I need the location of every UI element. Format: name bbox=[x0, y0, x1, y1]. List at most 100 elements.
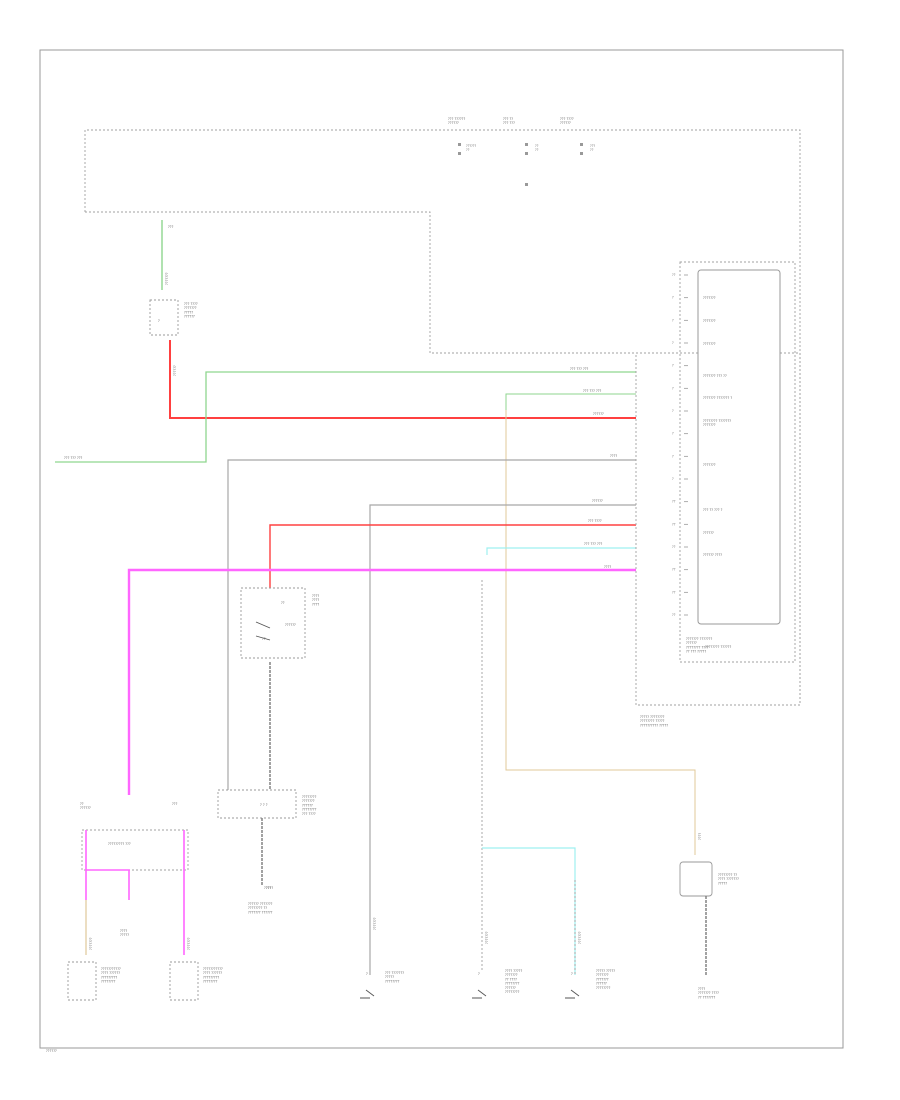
svg-text:?????: ????? bbox=[590, 144, 595, 152]
key-cylinder-switch: ?? ?????? ?? ???????????? bbox=[240, 587, 319, 659]
wire-label-2: ??? ??? ??? bbox=[583, 389, 602, 393]
svg-text:?: ? bbox=[158, 319, 160, 323]
ecu-pins: ??????????????????????? bbox=[672, 273, 688, 617]
wire-cyan bbox=[486, 547, 636, 555]
svg-text:???????? ??????????????: ???????? ?????????????? bbox=[703, 419, 731, 427]
svg-text:??????: ?????? bbox=[285, 623, 296, 627]
svg-text:??? ?? ??? ?: ??? ?? ??? ? bbox=[703, 508, 723, 512]
cylinder-unit: ? ? ? ???????????????????????????????? ?… bbox=[217, 789, 317, 819]
wire-label-6: ??? ???? bbox=[588, 519, 602, 523]
svg-text:??? ??????????: ??? ?????????? bbox=[560, 117, 574, 125]
pink-left-drop bbox=[85, 830, 185, 955]
svg-text:?: ? bbox=[366, 972, 368, 976]
svg-text:??? ????? ???: ??? ????? ??? bbox=[503, 117, 515, 125]
top-connector-right: ??? ?????????? ????? bbox=[560, 117, 595, 155]
ecu-inner bbox=[697, 269, 781, 625]
svg-text:??????????????? ??????????????: ??????????????? ??????????????????????? bbox=[203, 967, 223, 984]
wire-label-3: ?????? bbox=[593, 412, 604, 416]
svg-text:???????: ??????? bbox=[703, 296, 716, 300]
tan-vertical-label: ???? bbox=[698, 833, 702, 840]
green-vertical-label: ??????? bbox=[165, 272, 169, 285]
ecu-outer-caption: ????? ???????????????? ??????????????? ?… bbox=[640, 715, 668, 727]
left-green-label: ??? ??? ??? bbox=[64, 456, 83, 460]
svg-text:????????: ???????? bbox=[466, 144, 476, 152]
harness-branch bbox=[85, 211, 636, 354]
wire-label-5: ?????? bbox=[592, 499, 603, 503]
diagram-frame bbox=[39, 49, 844, 1049]
v-label-left-2: ??????? bbox=[187, 937, 191, 950]
svg-text:???????: ??????? bbox=[703, 342, 716, 346]
wire-gray-1 bbox=[227, 459, 636, 790]
sw-ground-label: ?????? ??????????????? ????????? ?????? bbox=[248, 902, 273, 914]
svg-text:?: ? bbox=[571, 972, 573, 976]
wire-red-2 bbox=[269, 524, 636, 588]
ecu-pin-number: ?? bbox=[672, 613, 676, 617]
wire-label-8: ???? bbox=[604, 565, 611, 569]
svg-text:???????: ??????? bbox=[703, 319, 716, 323]
right-door-switch: ? ????? ????????????????????????????????… bbox=[565, 969, 615, 999]
top-connector-left: ??? ???????????? ???????? bbox=[448, 117, 476, 155]
ecu-frame bbox=[679, 261, 796, 663]
ecu-pin-number: ?? bbox=[672, 590, 676, 594]
v-label-unlock: ??????? bbox=[373, 917, 377, 930]
svg-text:??????????????????????????????: ???????????????????????????????? ???? bbox=[302, 795, 317, 816]
v-label-left-1: ??????? bbox=[89, 937, 93, 950]
relay-right-label: ??? bbox=[172, 802, 178, 806]
ecu-pin-number: ? bbox=[672, 341, 674, 345]
relay-left-label: ???????? bbox=[80, 802, 91, 810]
remote-ground-label: ??????????? ?????? ??????? bbox=[698, 987, 719, 999]
svg-text:??????: ?????? bbox=[703, 531, 714, 535]
v-label-door-left: ??????? bbox=[485, 931, 489, 944]
ecu-pin-number: ? bbox=[672, 296, 674, 300]
door-lock-actuator-left: ??????????????? ??????????????????????? bbox=[67, 961, 121, 1001]
ecu-pin-number: ?? bbox=[672, 500, 676, 504]
wire-red-main bbox=[169, 340, 636, 419]
wire-green-overlay bbox=[505, 393, 636, 410]
ecu-pin-number: ? bbox=[672, 477, 674, 481]
door-lock-switch: ? ??? ?????????????????????? bbox=[149, 299, 198, 336]
sw-ground-wire-label: ???? bbox=[266, 886, 273, 890]
ecu-pin-number: ?? bbox=[672, 545, 676, 549]
wire-green-tan bbox=[505, 393, 696, 855]
ecu-box-caption: ??????? ????????????????????? ?????? ???… bbox=[686, 637, 712, 654]
ecu-pin-number: ?? bbox=[672, 273, 676, 277]
wire-label-1: ??? ??? ??? bbox=[570, 367, 589, 371]
ecu-pin-labels: ??????? ??????? ??????? ??????? ??? ?? ?… bbox=[703, 296, 732, 557]
top-green-wire-label: ??? bbox=[168, 225, 174, 229]
svg-text:? ? ?: ? ? ? bbox=[260, 803, 268, 807]
door-lock-actuator-right: ??????????????? ??????????????????????? bbox=[169, 961, 223, 1001]
svg-text:?????? ????: ?????? ???? bbox=[703, 553, 722, 557]
left-door-switch: ? ???? ?????????????? ??????????????????… bbox=[472, 969, 522, 999]
svg-text:????????? ???: ????????? ??? bbox=[108, 842, 131, 846]
wire-label-7: ??? ??? ??? bbox=[584, 542, 603, 546]
ecu-pin-number: ? bbox=[672, 386, 674, 390]
svg-text:?????????: ????????? bbox=[120, 929, 129, 937]
svg-text:??: ?? bbox=[281, 601, 285, 605]
svg-text:???????? ?????? ????????????: ???????? ?????? ???????????? bbox=[718, 873, 739, 885]
svg-text:??? ????????????: ??? ???????????? bbox=[448, 117, 465, 125]
svg-text:??: ?? bbox=[262, 637, 266, 641]
svg-text:????: ???? bbox=[535, 144, 539, 152]
remote-unit: ???????? ?????? ???????????? bbox=[679, 861, 739, 897]
relay-unit: ????????? ??? ????????? bbox=[81, 829, 189, 937]
ecu-pin-number: ? bbox=[672, 454, 674, 458]
svg-text:????????????: ???????????? bbox=[312, 594, 319, 606]
ecu-pin-number: ?? bbox=[672, 522, 676, 526]
svg-text:???? ?????????????? ??????????: ???? ?????????????? ????????????????????… bbox=[505, 969, 522, 994]
svg-text:??? ????????????????????: ??? ???????????????????? bbox=[385, 971, 404, 983]
svg-text:???????: ??????? bbox=[703, 463, 716, 467]
corner-code: ?????? bbox=[46, 1049, 57, 1053]
cyan-branch bbox=[482, 847, 576, 975]
svg-text:??????? ??? ??: ??????? ??? ?? bbox=[703, 374, 727, 378]
v-label-door-right: ??????? bbox=[578, 931, 582, 944]
wire-label-4: ???? bbox=[610, 454, 617, 458]
svg-text:??????????????? ??????????????: ??????????????? ??????????????????????? bbox=[101, 967, 121, 984]
wire-green-main bbox=[55, 371, 636, 463]
red-vertical-label: ?????? bbox=[173, 365, 177, 376]
svg-text:????? ????????????????????????: ????? ????????????????????????????????? bbox=[596, 969, 615, 990]
svg-text:??? ??????????????????????: ??? ?????????????????????? bbox=[184, 302, 198, 319]
wire-gray-2 bbox=[369, 504, 636, 975]
unlock-switch: ? ??? ???????????????????? bbox=[360, 971, 404, 999]
ecu-pin-number: ? bbox=[672, 409, 674, 413]
